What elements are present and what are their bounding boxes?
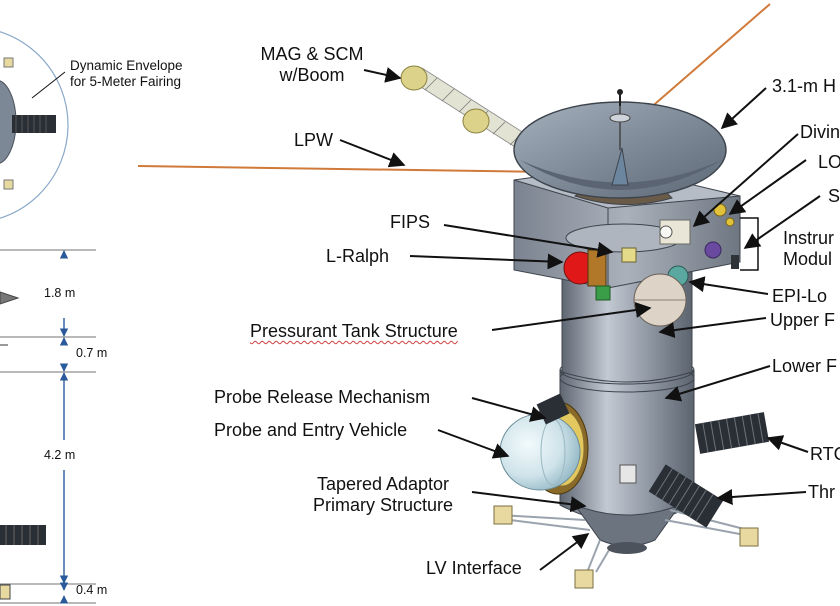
dimension-label: 1.8 m xyxy=(44,286,76,300)
lpw-wire xyxy=(137,165,549,173)
label-pressurant-tank-text: Pressurant Tank Structure xyxy=(250,321,458,341)
label-upper: Upper F xyxy=(770,310,836,330)
l-ralph-housing xyxy=(587,249,607,287)
leader-envelope xyxy=(31,71,66,99)
instrument-sensor xyxy=(704,241,722,259)
label-instrument-module-line-1: Instrur xyxy=(783,228,835,248)
label-fips: FIPS xyxy=(390,212,431,232)
label-diving: Divin xyxy=(800,122,840,142)
envelope-label-line-2: for 5-Meter Fairing xyxy=(70,74,182,89)
label-tapered-adaptor: Tapered Adaptor Primary Structure xyxy=(296,474,470,516)
rtg-unit xyxy=(694,412,770,454)
label-lpw: LPW xyxy=(294,130,334,150)
top-view-pad xyxy=(3,57,14,68)
label-lo: LO xyxy=(818,152,840,172)
envelope-circle xyxy=(0,31,69,219)
high-wire xyxy=(647,3,771,111)
lv-pad xyxy=(739,527,759,547)
label-thruster: Thr xyxy=(808,482,835,502)
label-lower: Lower F xyxy=(772,356,838,376)
label-instrument-module: Instrur Modul xyxy=(783,228,834,270)
label-instrument-module-line-2: Modul xyxy=(783,249,833,269)
label-l-ralph: L-Ralph xyxy=(326,246,390,266)
top-view-pad xyxy=(3,179,14,190)
envelope-label: Dynamic Envelope for 5-Meter Fairing xyxy=(70,58,183,90)
green-sensor xyxy=(595,285,611,301)
dimension-label: 4.2 m xyxy=(44,448,76,462)
lv-pad xyxy=(493,505,513,525)
label-tapered-adaptor-line-1: Tapered Adaptor xyxy=(316,474,450,494)
dimension-label: 0.4 m xyxy=(76,583,108,597)
label-mag-scm-line-2: w/Boom xyxy=(279,65,345,85)
label-mag-scm-line-1: MAG & SCM xyxy=(260,44,364,64)
fips-sensor xyxy=(621,247,637,263)
label-high-gain: 3.1-m H xyxy=(772,76,837,96)
label-probe-release: Probe Release Mechanism xyxy=(214,387,431,407)
label-s: S xyxy=(828,186,840,206)
envelope-label-line-1: Dynamic Envelope xyxy=(70,58,183,73)
label-probe-entry: Probe and Entry Vehicle xyxy=(214,420,408,440)
scm-sensor xyxy=(462,108,490,134)
label-pressurant-tank: Pressurant Tank Structure xyxy=(250,321,458,342)
lv-pad xyxy=(574,569,594,589)
label-tapered-adaptor-line-2: Primary Structure xyxy=(312,495,454,515)
instrument-module-bracket xyxy=(740,217,759,271)
fairing-envelope-view xyxy=(0,31,96,604)
probe-entry-vehicle xyxy=(499,413,581,491)
mag-sensor xyxy=(400,65,428,91)
leader-lines xyxy=(339,67,821,571)
label-rtg: RTG xyxy=(810,444,840,464)
dimension-label: 0.7 m xyxy=(76,346,108,360)
label-mag-scm: MAG & SCM w/Boom xyxy=(250,44,374,86)
spacecraft-body xyxy=(493,89,770,589)
label-lv-interface: LV Interface xyxy=(426,558,522,578)
side-view xyxy=(0,249,96,604)
rtg-unit xyxy=(648,464,724,528)
label-epi-lo: EPI-Lo xyxy=(772,286,828,306)
